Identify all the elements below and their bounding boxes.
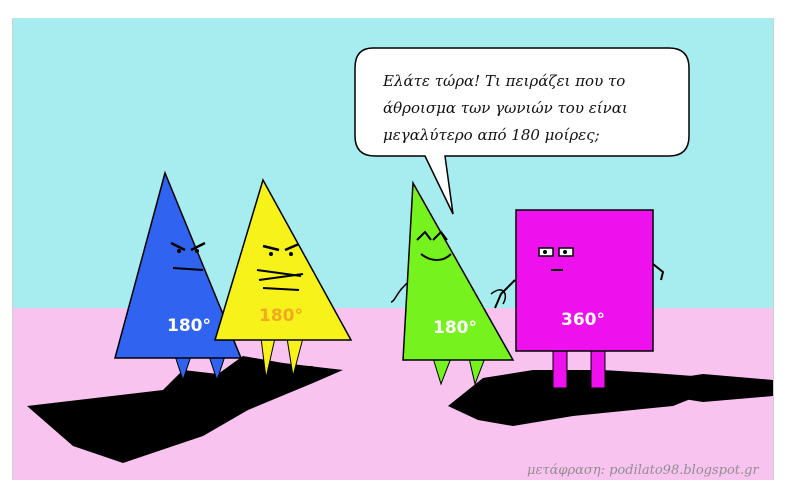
translation-credit: μετάφραση: podilato98.blogspot.gr bbox=[527, 463, 759, 478]
blue-triangle-character: 180° bbox=[114, 170, 243, 382]
speech-line-3: μεγαλύτερο από 180 μοίρες; bbox=[383, 126, 600, 144]
speech-line-1: Ελάτε τώρα! Τι πειράζει που το bbox=[382, 72, 625, 90]
blue-triangle-label: 180° bbox=[167, 316, 211, 336]
comic-panel: 180° 180° 180° 360° bbox=[12, 18, 774, 480]
shadows bbox=[27, 356, 773, 463]
magenta-square-character: 360° bbox=[494, 209, 665, 389]
speech-line-2: άθροισμα των γωνιών του είναι bbox=[383, 99, 628, 117]
speech-bubble: Ελάτε τώρα! Τι πειράζει που το άθροισμα … bbox=[354, 47, 690, 215]
yellow-triangle-character: 180° bbox=[213, 178, 353, 379]
green-triangle-label: 180° bbox=[433, 318, 477, 338]
green-triangle-character: 180° bbox=[390, 180, 515, 386]
yellow-triangle-label: 180° bbox=[259, 306, 303, 326]
magenta-square-label: 360° bbox=[561, 310, 605, 330]
